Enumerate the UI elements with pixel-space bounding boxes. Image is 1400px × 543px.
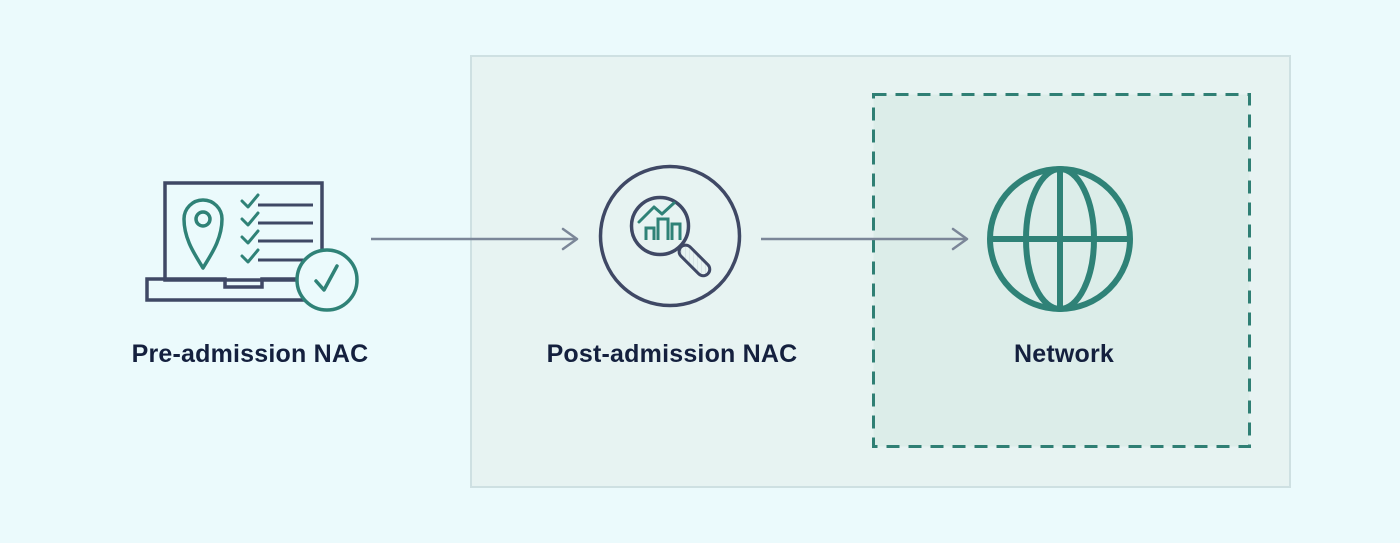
verified-check-badge-icon — [295, 248, 359, 312]
arrow-pre-to-post — [371, 227, 579, 251]
bar-chart-glyph — [637, 201, 682, 240]
node-label-pre-admission: Pre-admission NAC — [131, 340, 369, 368]
magnifier-analytics-icon — [598, 164, 742, 308]
magnifier-handle — [677, 243, 712, 278]
node-label-network: Network — [1013, 340, 1115, 368]
magnifier-lens — [629, 195, 691, 257]
laptop-screen — [163, 181, 324, 282]
laptop-checklist-icon — [145, 181, 359, 312]
checklist — [240, 193, 313, 264]
globe-icon — [987, 166, 1133, 312]
laptop-base — [145, 277, 340, 302]
arrow-post-to-network — [761, 227, 969, 251]
outer-circle — [598, 164, 742, 308]
node-label-post-admission: Post-admission NAC — [546, 340, 798, 368]
location-pin-icon — [182, 198, 224, 270]
